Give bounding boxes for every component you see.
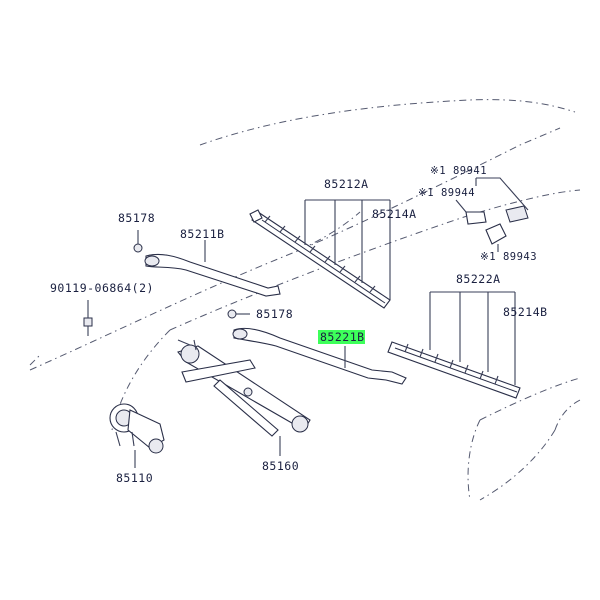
leaders-89941-group — [455, 177, 529, 252]
label-85178-top: 85178 — [118, 211, 155, 225]
wiper-linkage-85160 — [177, 339, 311, 437]
leader-85222A — [429, 291, 516, 385]
wiper-motor-85110 — [109, 403, 165, 454]
label-85178-mid: 85178 — [256, 307, 293, 321]
bolt-90119 — [83, 300, 93, 336]
nut-85178-top — [133, 230, 143, 253]
clip-89944 — [465, 211, 487, 225]
label-90119: 90119-06864(2) — [50, 281, 154, 295]
wiper-blade-85222A — [387, 341, 521, 399]
label-89943: ※1 89943 — [480, 251, 537, 263]
clip-89943 — [485, 205, 529, 245]
label-85222A: 85222A — [456, 272, 501, 286]
wiper-arm-85221B — [232, 327, 407, 385]
nut-85178-mid — [227, 309, 250, 319]
leader-85212A — [304, 199, 391, 300]
label-85211B: 85211B — [180, 227, 225, 241]
label-89941: ※1 89941 — [430, 165, 487, 177]
label-85160: 85160 — [262, 459, 299, 473]
label-89944: ※1 89944 — [418, 187, 475, 199]
label-85212A: 85212A — [324, 177, 369, 191]
label-85214A: 85214A — [372, 207, 417, 221]
label-85221B: 85221B — [320, 330, 365, 344]
vehicle-body-outline — [29, 99, 581, 501]
label-85214B: 85214B — [503, 305, 548, 319]
wiper-blade-85212A — [249, 209, 391, 309]
label-85110: 85110 — [116, 471, 153, 485]
wiper-arm-85211B — [144, 253, 281, 297]
highlight-85221B — [318, 330, 365, 344]
